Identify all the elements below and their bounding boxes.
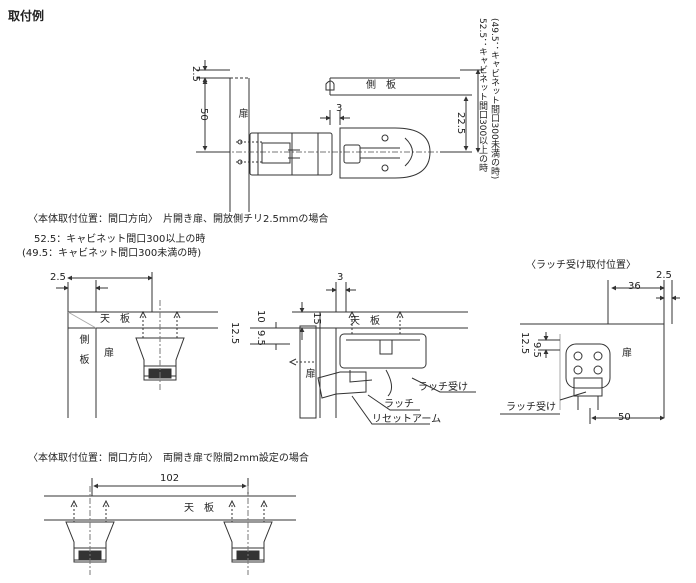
dim-2-5-receiver: 2.5 — [656, 270, 672, 281]
dim-50-receiver: 50 — [618, 412, 631, 423]
dim-2-5-top: 2.5 — [190, 66, 201, 82]
top-note-line-1: 52.5：キャビネット間口300以上の時 — [477, 18, 487, 173]
top-panel-label-double: 天 板 — [184, 503, 214, 514]
dim-10-side: 10 — [255, 310, 266, 323]
double-door-heading: 〈本体取付位置：間口方向〉 両開き扉で隙間2mm設定の場合 — [28, 453, 309, 464]
dim-3-top: 3 — [336, 103, 343, 114]
door-label-side: 扉 — [303, 368, 314, 378]
dim-9-5-receiver: 9.5 — [531, 342, 542, 358]
dim-12-5-receiver: 12.5 — [519, 332, 530, 355]
dim-50-top: 50 — [198, 108, 209, 121]
top-view-drawing — [196, 60, 484, 212]
page-title: 取付例 — [8, 9, 45, 23]
dim-12-5-side: 12.5 — [229, 322, 240, 345]
door-label-single: 扉 — [104, 348, 114, 359]
top-note-line-2: (49.5：キャビネット間口300未満の時) — [489, 18, 499, 180]
dim-9-5-side: 9.5 — [255, 330, 266, 346]
dim-36-receiver: 36 — [628, 281, 641, 292]
dim-3-side: 3 — [337, 272, 344, 283]
single-note-line-1: 52.5：キャビネット間口300以上の時 — [34, 234, 206, 245]
side-panel-label-top: 側 板 — [366, 80, 396, 91]
dim-2-5-single: 2.5 — [50, 272, 66, 283]
single-door-drawing — [56, 272, 218, 418]
reset-arm-label-side: リセットアーム — [372, 414, 442, 425]
door-label-receiver: 扉 — [622, 348, 632, 359]
door-label-top: 扉 — [236, 108, 247, 118]
side-section-drawing — [250, 282, 476, 425]
latch-label-side: ラッチ — [384, 399, 414, 410]
dim-22-5-top: 22.5 — [455, 112, 466, 135]
top-panel-label-single: 天 板 — [100, 314, 130, 325]
latch-receiver-label-receiver: ラッチ受け — [506, 402, 556, 413]
dim-15-side: 15 — [311, 312, 322, 325]
side-panel-label-single: 側 板 — [77, 334, 88, 364]
receiver-heading: 〈ラッチ受け取付位置〉 — [526, 260, 636, 271]
single-door-heading: 〈本体取付位置：間口方向〉 片開き扉、開放側チリ2.5mmの場合 — [28, 214, 329, 225]
latch-receiver-label-side: ラッチ受け — [418, 382, 468, 393]
receiver-position-drawing — [500, 280, 680, 424]
single-note-line-2: (49.5：キャビネット間口300未満の時) — [22, 248, 202, 259]
dim-102-double: 102 — [160, 473, 180, 484]
double-door-drawing — [44, 478, 296, 575]
top-panel-label-side: 天 板 — [350, 316, 380, 327]
